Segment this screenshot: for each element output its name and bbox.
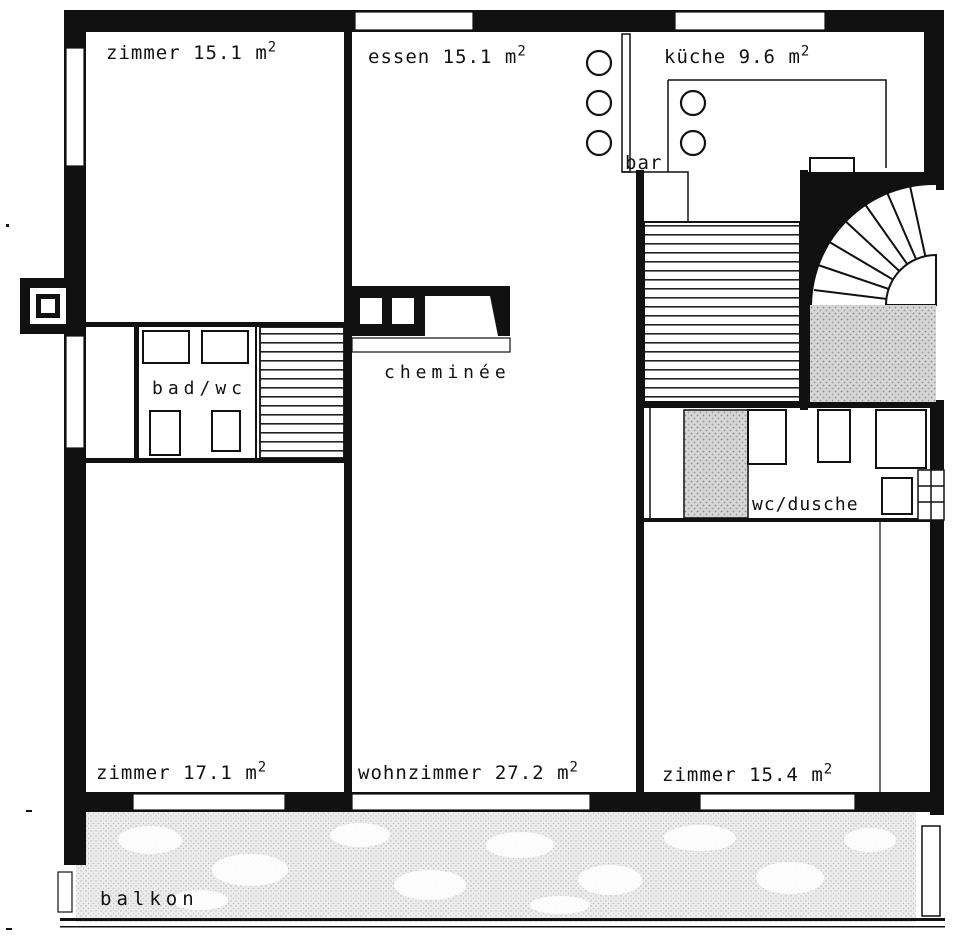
label-balkon: balkon [100, 888, 199, 910]
outer-walls [64, 10, 944, 865]
interior-walls [84, 10, 934, 810]
label-bad-wc: bad/wc [152, 378, 248, 399]
label-wc-dusche: wc/dusche [752, 494, 859, 515]
stair-bad [260, 327, 344, 458]
bar-counter [621, 33, 887, 222]
label-essen: essen 15.1 m2 [368, 43, 527, 68]
stair-kitchen [644, 222, 800, 402]
spiral-stair [808, 172, 937, 402]
chimney-outer [20, 278, 76, 334]
wc-dusche-fixtures [649, 408, 945, 521]
label-zimmer-3: zimmer 15.4 m2 [662, 761, 834, 786]
label-kueche: küche 9.6 m2 [664, 43, 811, 68]
balcony-edge [60, 918, 945, 921]
bad-fixtures [137, 327, 257, 458]
fireplace [348, 286, 511, 353]
windows [65, 11, 856, 811]
label-cheminee: cheminée [384, 362, 511, 383]
label-zimmer-2: zimmer 17.1 m2 [96, 759, 268, 784]
label-wohnzimmer: wohnzimmer 27.2 m2 [358, 759, 579, 784]
label-bar: bar [625, 152, 663, 174]
label-zimmer-1: zimmer 15.1 m2 [106, 39, 278, 64]
balcony-edge-line [60, 926, 945, 928]
balkon-floor [57, 812, 941, 922]
partition-lines [345, 345, 881, 792]
bar-stools [585, 49, 707, 157]
